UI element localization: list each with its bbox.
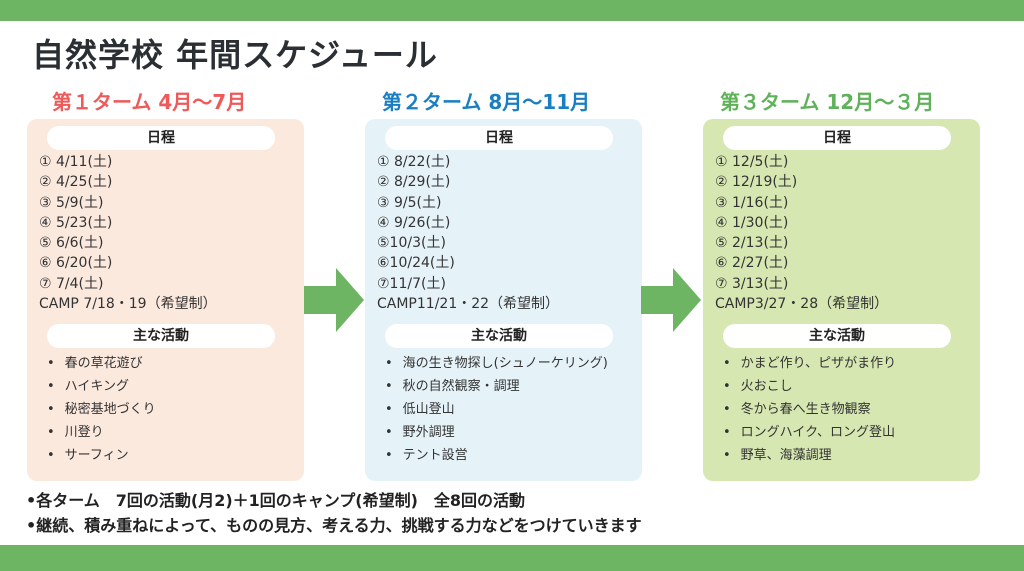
activity-item: テント設営: [385, 444, 608, 467]
date-item: ④ 1/30(土): [715, 214, 789, 231]
activity-item: 秋の自然観察・調理: [385, 375, 608, 398]
date-item: ⑤ 6/6(土): [39, 235, 104, 252]
term-1-heading: 第１ターム 4月～7月: [52, 90, 247, 114]
footer-bar: [0, 545, 1024, 571]
term-3-heading: 第３ターム 12月～３月: [720, 90, 935, 114]
date-item: ⑥ 6/20(土): [39, 255, 113, 272]
date-item: ⑦ 3/13(土): [715, 275, 789, 292]
activity-item: 低山登山: [385, 398, 608, 421]
activities-label: 主な活動: [47, 324, 275, 348]
date-item: ② 4/25(土): [39, 174, 113, 191]
date-item: CAMP 7/18・19（希望制）: [39, 296, 217, 313]
date-item: ② 12/19(土): [715, 174, 798, 191]
arrow-right-icon: [641, 268, 701, 332]
term-2-heading: 第２ターム 8月～11月: [382, 90, 591, 114]
activity-item: 春の草花遊び: [47, 352, 156, 375]
activity-item: 冬から春へ生き物観察: [723, 398, 896, 421]
date-list: ① 12/5(土) ② 12/19(土) ③ 1/16(土) ④ 1/30(土) ⑤ 2…: [715, 152, 888, 314]
date-item: ③ 5/9(土): [39, 194, 104, 211]
page-title: 自然学校 年間スケジュール: [32, 36, 438, 74]
activity-item: 秘密基地づくり: [47, 398, 156, 421]
date-item: ④ 9/26(土): [377, 214, 451, 231]
term-3-panel: 日程 ① 12/5(土) ② 12/19(土) ③ 1/16(土) ④ 1/30(土) ⑤…: [703, 119, 980, 481]
activity-item: 火おこし: [723, 375, 896, 398]
date-item: ⑦ 7/4(土): [39, 275, 104, 292]
activity-item: ハイキング: [47, 375, 156, 398]
schedule-label: 日程: [47, 126, 275, 150]
date-item: ⑥ 2/27(土): [715, 255, 789, 272]
activity-item: 野草、海藻調理: [723, 444, 896, 467]
activity-item: サーフィン: [47, 444, 156, 467]
activity-item: 川登り: [47, 421, 156, 444]
date-item: ③ 1/16(土): [715, 194, 789, 211]
activity-item: 野外調理: [385, 421, 608, 444]
activities-label: 主な活動: [385, 324, 613, 348]
term-1-panel: 日程 ① 4/11(土) ② 4/25(土) ③ 5/9(土) ④ 5/23(土) ⑤ 6…: [27, 119, 304, 481]
date-item: ③ 9/5(土): [377, 194, 442, 211]
date-item: ① 4/11(土): [39, 154, 113, 170]
date-item: ⑦11/7(土): [377, 275, 446, 292]
date-item: CAMP11/21・22（希望制）: [377, 296, 560, 313]
schedule-label: 日程: [723, 126, 951, 150]
date-item: ⑤ 2/13(土): [715, 235, 789, 252]
activity-item: かまど作り、ピザがま作り: [723, 352, 896, 375]
activities-label: 主な活動: [723, 324, 951, 348]
schedule-label: 日程: [385, 126, 613, 150]
activity-item: ロングハイク、ロング登山: [723, 421, 896, 444]
date-item: ① 8/22(土): [377, 154, 451, 170]
activity-item: 海の生き物探し(シュノーケリング): [385, 352, 608, 375]
date-item: CAMP3/27・28（希望制）: [715, 296, 889, 313]
date-list: ① 4/11(土) ② 4/25(土) ③ 5/9(土) ④ 5/23(土) ⑤ 6/6…: [39, 152, 217, 314]
date-item: ⑤10/3(土): [377, 235, 446, 252]
term-2-panel: 日程 ① 8/22(土) ② 8/29(土) ③ 9/5(土) ④ 9/26(土) ⑤10…: [365, 119, 642, 481]
note-goal: •継続、積み重ねによって、ものの見方、考える力、挑戦する力などをつけていきます: [26, 516, 642, 535]
date-list: ① 8/22(土) ② 8/29(土) ③ 9/5(土) ④ 9/26(土) ⑤10/3…: [377, 152, 559, 314]
activity-list: 海の生き物探し(シュノーケリング)秋の自然観察・調理低山登山野外調理テント設営: [385, 352, 608, 467]
note-summary: •各ターム 7回の活動(月2)＋1回のキャンプ(希望制) 全8回の活動: [26, 491, 526, 510]
date-item: ⑥10/24(土): [377, 255, 455, 272]
activity-list: かまど作り、ピザがま作り火おこし冬から春へ生き物観察ロングハイク、ロング登山野草…: [723, 352, 896, 467]
date-item: ② 8/29(土): [377, 174, 451, 191]
date-item: ① 12/5(土): [715, 154, 789, 170]
activity-list: 春の草花遊びハイキング秘密基地づくり川登りサーフィン: [47, 352, 156, 467]
date-item: ④ 5/23(土): [39, 214, 113, 231]
arrow-right-icon: [304, 268, 364, 332]
header-bar: [0, 0, 1024, 21]
